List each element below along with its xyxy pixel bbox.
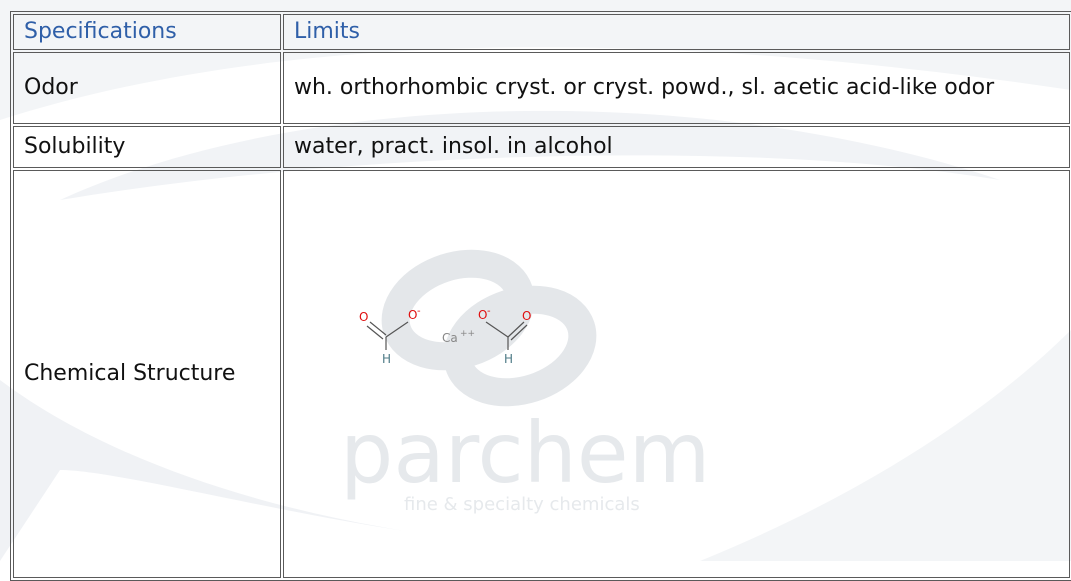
atom-oxygen-anion: O (408, 308, 417, 322)
parchem-logo-watermark: parchem fine & specialty chemicals (340, 249, 710, 515)
atom-calcium: Ca (442, 331, 458, 345)
spec-cell-structure: Chemical Structure (13, 170, 281, 578)
atom-calcium-charge: ++ (460, 329, 475, 339)
watermark-background: parchem fine & specialty chemicals (0, 0, 1071, 561)
atom-charge: - (417, 306, 421, 317)
atom-oxygen: O (522, 309, 531, 323)
spec-cell-odor: Odor (13, 52, 281, 124)
atom-oxygen-anion: O (478, 308, 487, 322)
calcium-formate-structure: O O - H Ca ++ O - O H (359, 306, 531, 366)
limit-cell-odor: wh. orthorhombic cryst. or cryst. powd.,… (283, 52, 1070, 124)
specifications-table: Specifications Limits Odor wh. orthorhom… (10, 11, 1071, 581)
table-row: Odor wh. orthorhombic cryst. or cryst. p… (13, 52, 1070, 124)
watermark-brand: parchem (340, 404, 710, 502)
limit-cell-solubility: water, pract. insol. in alcohol (283, 126, 1070, 168)
table-row: Solubility water, pract. insol. in alcoh… (13, 126, 1070, 168)
header-specifications: Specifications (13, 14, 281, 50)
atom-hydrogen: H (504, 352, 513, 366)
atom-charge: - (487, 306, 491, 317)
limit-cell-structure: O O - H Ca ++ O - O H (283, 170, 1070, 578)
watermark-tagline: fine & specialty chemicals (404, 494, 640, 515)
header-limits: Limits (283, 14, 1070, 50)
table-header-row: Specifications Limits (13, 14, 1070, 50)
atom-hydrogen: H (382, 352, 391, 366)
spec-cell-solubility: Solubility (13, 126, 281, 168)
atom-oxygen: O (359, 310, 368, 324)
table-row: Chemical Structure O O - (13, 170, 1070, 578)
